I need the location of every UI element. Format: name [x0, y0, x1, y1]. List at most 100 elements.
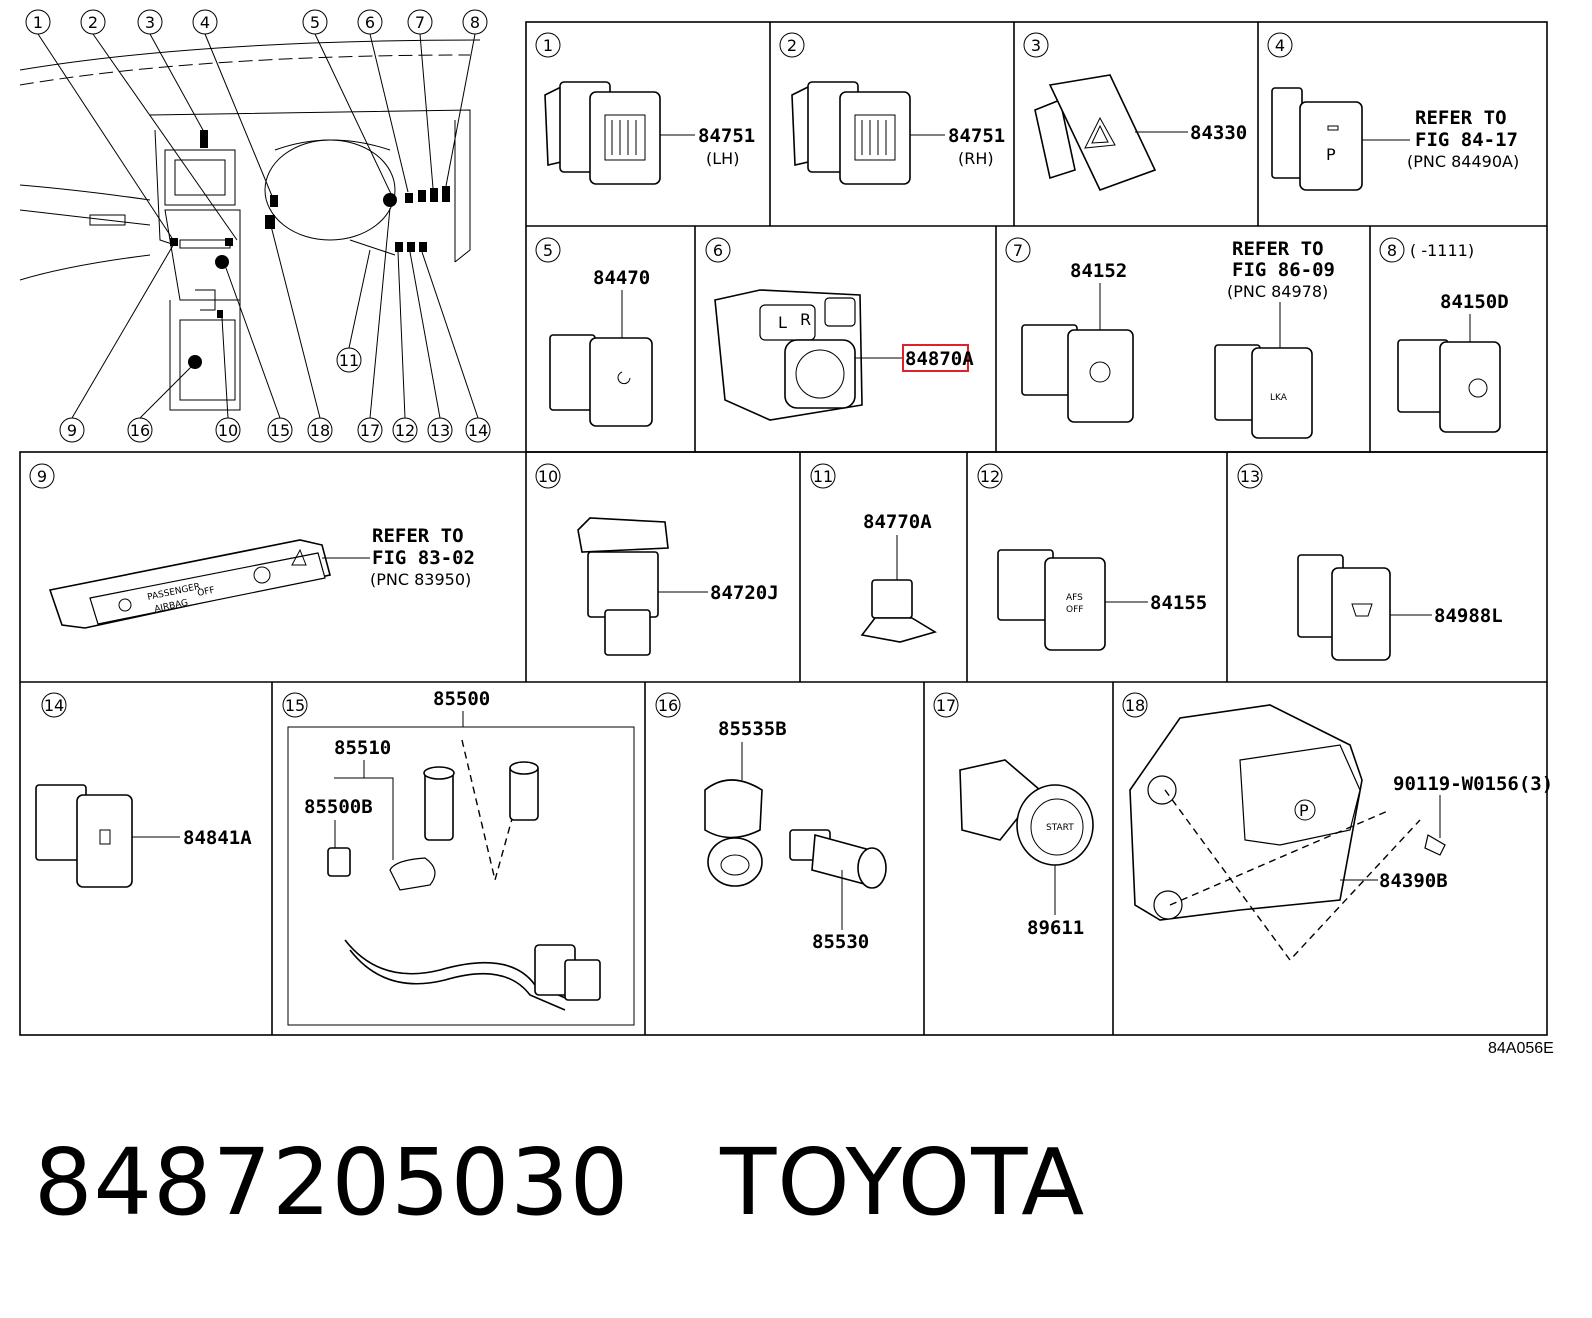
refer-line-2: FIG 86-09 [1232, 259, 1335, 281]
panel-17: 17 START 89611 [933, 692, 1094, 939]
panel-number: 13 [1240, 467, 1260, 486]
part-note: (RH) [958, 149, 994, 168]
dashboard-overview [19, 39, 481, 411]
panel-number: 5 [543, 241, 553, 260]
callout-8: 8 [470, 13, 480, 32]
switch-label-off: OFF [1066, 605, 1083, 615]
part-number: 89611 [1027, 917, 1084, 939]
figure-code: 84A056E [1488, 1040, 1554, 1057]
panel-13: 13 84988L [1237, 463, 1503, 661]
callout-12: 12 [395, 421, 415, 440]
panel-6: 6 L R 84870A [705, 237, 974, 421]
callout-13: 13 [430, 421, 450, 440]
panel-18: 18 P 90119-W0156(3) 84390B [1122, 692, 1553, 962]
parking-brake-symbol: P [1299, 801, 1309, 820]
callout-11: 11 [339, 351, 359, 370]
panel-number: 7 [1013, 241, 1023, 260]
switch-label-off: OFF [197, 586, 216, 599]
panel-number: 4 [1275, 36, 1285, 55]
start-stop-label: START [1046, 823, 1074, 833]
callout-7: 7 [415, 13, 425, 32]
part-number: 84751 [698, 125, 755, 147]
refer-pnc: (PNC 84490A) [1407, 152, 1519, 171]
refer-line-2: FIG 83-02 [372, 547, 475, 569]
parking-assist-symbol: P [1326, 145, 1336, 164]
panel-4: 4 P REFER TO FIG 84-17 (PNC 84490A) [1267, 32, 1519, 191]
panel-grid [19, 21, 1548, 1036]
refer-line-1: REFER TO [1415, 107, 1507, 129]
part-number-assembly: 85500 [433, 688, 490, 710]
overview-callouts: 1 2 3 4 5 6 7 8 9 10 11 12 13 14 15 16 1… [25, 9, 491, 443]
callout-6: 6 [365, 13, 375, 32]
part-number-socket: 85510 [334, 737, 391, 759]
callout-16: 16 [130, 421, 150, 440]
part-number: 84390B [1379, 870, 1448, 892]
part-number: 84988L [1434, 605, 1503, 627]
part-number-socket-b: 85500B [304, 796, 373, 818]
panel-number: 11 [813, 467, 833, 486]
callout-2: 2 [88, 13, 98, 32]
panel-number: 9 [37, 467, 47, 486]
panel-8: 8 ( -1111) 84150D [1379, 237, 1509, 433]
callout-15: 15 [270, 421, 290, 440]
refer-line-1: REFER TO [1232, 238, 1324, 260]
callout-4: 4 [200, 13, 210, 32]
callout-14: 14 [468, 421, 488, 440]
panel-11: 11 84770A [810, 463, 937, 643]
callout-18: 18 [310, 421, 330, 440]
part-number-bolt: 90119-W0156(3) [1393, 773, 1553, 795]
panel-number: 8 [1387, 241, 1397, 260]
panel-number: 12 [980, 467, 1000, 486]
panel-number: 16 [658, 696, 678, 715]
refer-line-2: FIG 84-17 [1415, 129, 1518, 151]
part-number: 84330 [1190, 122, 1247, 144]
panel-10: 10 84720J [535, 463, 779, 656]
switch-label-afs: AFS [1066, 593, 1083, 603]
part-number: 84152 [1070, 260, 1127, 282]
svg-text:L: L [778, 313, 787, 332]
panel-3: 3 84330 [1023, 32, 1247, 192]
panel-2: 2 84751 (RH) [779, 32, 1005, 185]
part-number: 84751 [948, 125, 1005, 147]
callout-9: 9 [67, 421, 77, 440]
part-number: 84720J [710, 582, 779, 604]
panel-number: 2 [787, 36, 797, 55]
part-note: (LH) [706, 149, 739, 168]
panel-14: 14 84841A [35, 692, 252, 888]
panel-number: 10 [538, 467, 558, 486]
part-number: 84150D [1440, 291, 1509, 313]
panel-12: 12 AFS OFF 84155 [977, 463, 1207, 651]
switch-label: LKA [1270, 393, 1288, 403]
part-number-socket: 85530 [812, 931, 869, 953]
callout-1: 1 [33, 13, 43, 32]
panel-number: 15 [285, 696, 305, 715]
refer-line-1: REFER TO [372, 525, 464, 547]
highlight-box [902, 344, 969, 372]
part-number: 84155 [1150, 592, 1207, 614]
panel-1: 1 84751 (LH) [535, 32, 755, 185]
panel-15: 15 85500 85510 85500B [282, 688, 635, 1026]
callout-17: 17 [360, 421, 380, 440]
refer-pnc: (PNC 83950) [370, 570, 471, 589]
panel-5: 5 84470 [535, 237, 653, 427]
callout-3: 3 [145, 13, 155, 32]
callout-5: 5 [310, 13, 320, 32]
overview-leaders [37, 33, 479, 419]
part-number: 84770A [863, 511, 932, 533]
callout-10: 10 [218, 421, 238, 440]
refer-pnc: (PNC 84978) [1227, 282, 1328, 301]
panel-number: 18 [1125, 696, 1145, 715]
part-number-highlighted: 84870A [905, 348, 974, 370]
date-range: ( -1111) [1410, 241, 1474, 260]
svg-text:R: R [800, 310, 811, 329]
part-number: 84841A [183, 827, 252, 849]
panel-number: 17 [936, 696, 956, 715]
panel-number: 1 [543, 36, 553, 55]
part-number-caption: 8487205030 TOYOTA [34, 1129, 1086, 1236]
panel-number: 6 [713, 241, 723, 260]
panel-7: 7 84152 REFER TO FIG 86-09 (PNC 84978) L… [1005, 237, 1335, 439]
panel-16: 16 85535B 85530 [655, 692, 887, 953]
panel-number: 14 [44, 696, 64, 715]
panel-9: 9 PASSENGER AIRBAG OFF REFER TO FIG 83-0… [29, 463, 475, 629]
